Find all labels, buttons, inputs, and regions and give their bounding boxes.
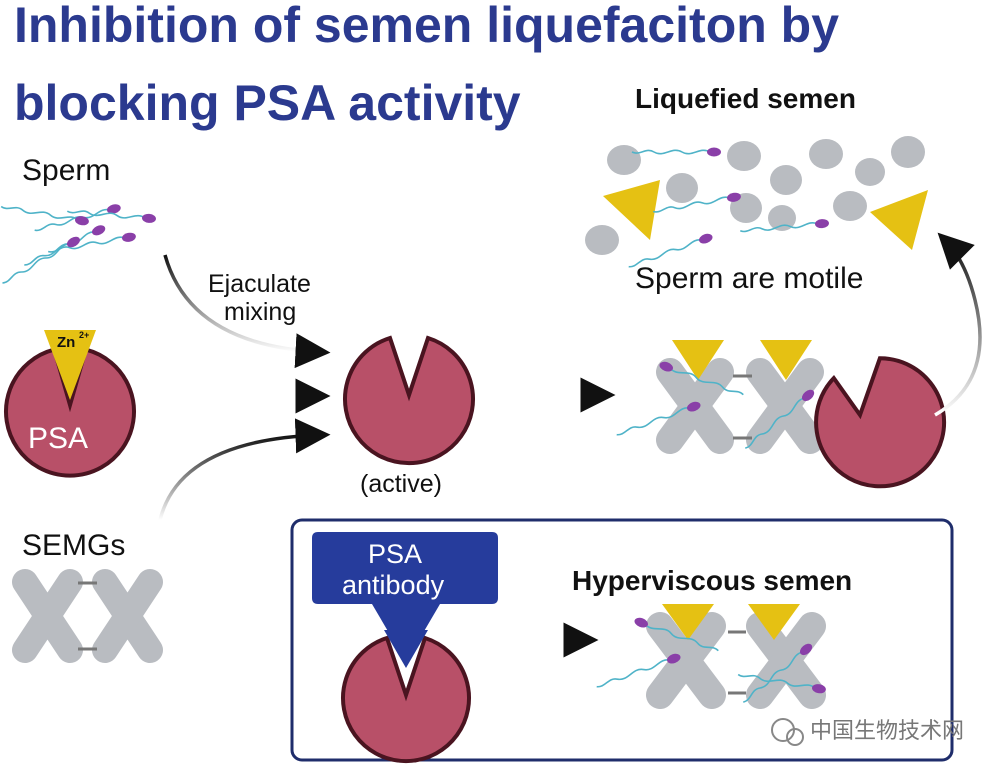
semg-arrow <box>158 418 331 521</box>
active-psa-enzyme <box>343 335 475 466</box>
liquefied-semen-label: Liquefied semen <box>635 83 856 114</box>
sperm-cluster <box>0 201 158 288</box>
psa-semg-complex <box>614 340 947 489</box>
semg-links <box>78 581 97 651</box>
title-line-1: Inhibition of semen liquefaciton by <box>14 0 839 53</box>
watermark: 中国生物技术网 <box>771 718 964 746</box>
antibody-panel <box>290 518 954 762</box>
psa-label: PSA <box>28 422 88 455</box>
sperm-label: Sperm <box>22 154 110 187</box>
liquefaction-arrow <box>934 232 982 417</box>
liquefied-zinc <box>603 180 928 250</box>
antibody-line-2: antibody <box>342 570 445 600</box>
ejaculate-mixing-line-2: mixing <box>224 298 296 326</box>
psa-zinc-enzyme: Zn 2+ PSA <box>4 330 136 478</box>
blocked-psa-enzyme <box>341 630 471 763</box>
zinc-charge: 2+ <box>79 330 89 340</box>
zinc-label: Zn <box>57 334 75 351</box>
sperm-arrow <box>163 254 331 369</box>
watermark-text: 中国生物技术网 <box>810 719 964 744</box>
semg-proteins <box>12 569 163 663</box>
sperm-motile-label: Sperm are motile <box>635 262 863 295</box>
ejaculate-mixing-line-1: Ejaculate <box>208 270 311 298</box>
input-arrows <box>158 254 331 521</box>
hyperviscous-semen-label: Hyperviscous semen <box>572 565 852 596</box>
title-line-2: blocking PSA activity <box>14 75 521 131</box>
motile-sperm <box>626 146 831 272</box>
liquefied-semen-fragments <box>585 136 925 255</box>
hyperviscous-complex <box>594 604 828 709</box>
psa-antibody: PSA antibody <box>312 532 498 662</box>
semgs-label: SEMGs <box>22 529 125 562</box>
active-label: (active) <box>360 470 442 498</box>
antibody-line-1: PSA <box>368 539 422 569</box>
